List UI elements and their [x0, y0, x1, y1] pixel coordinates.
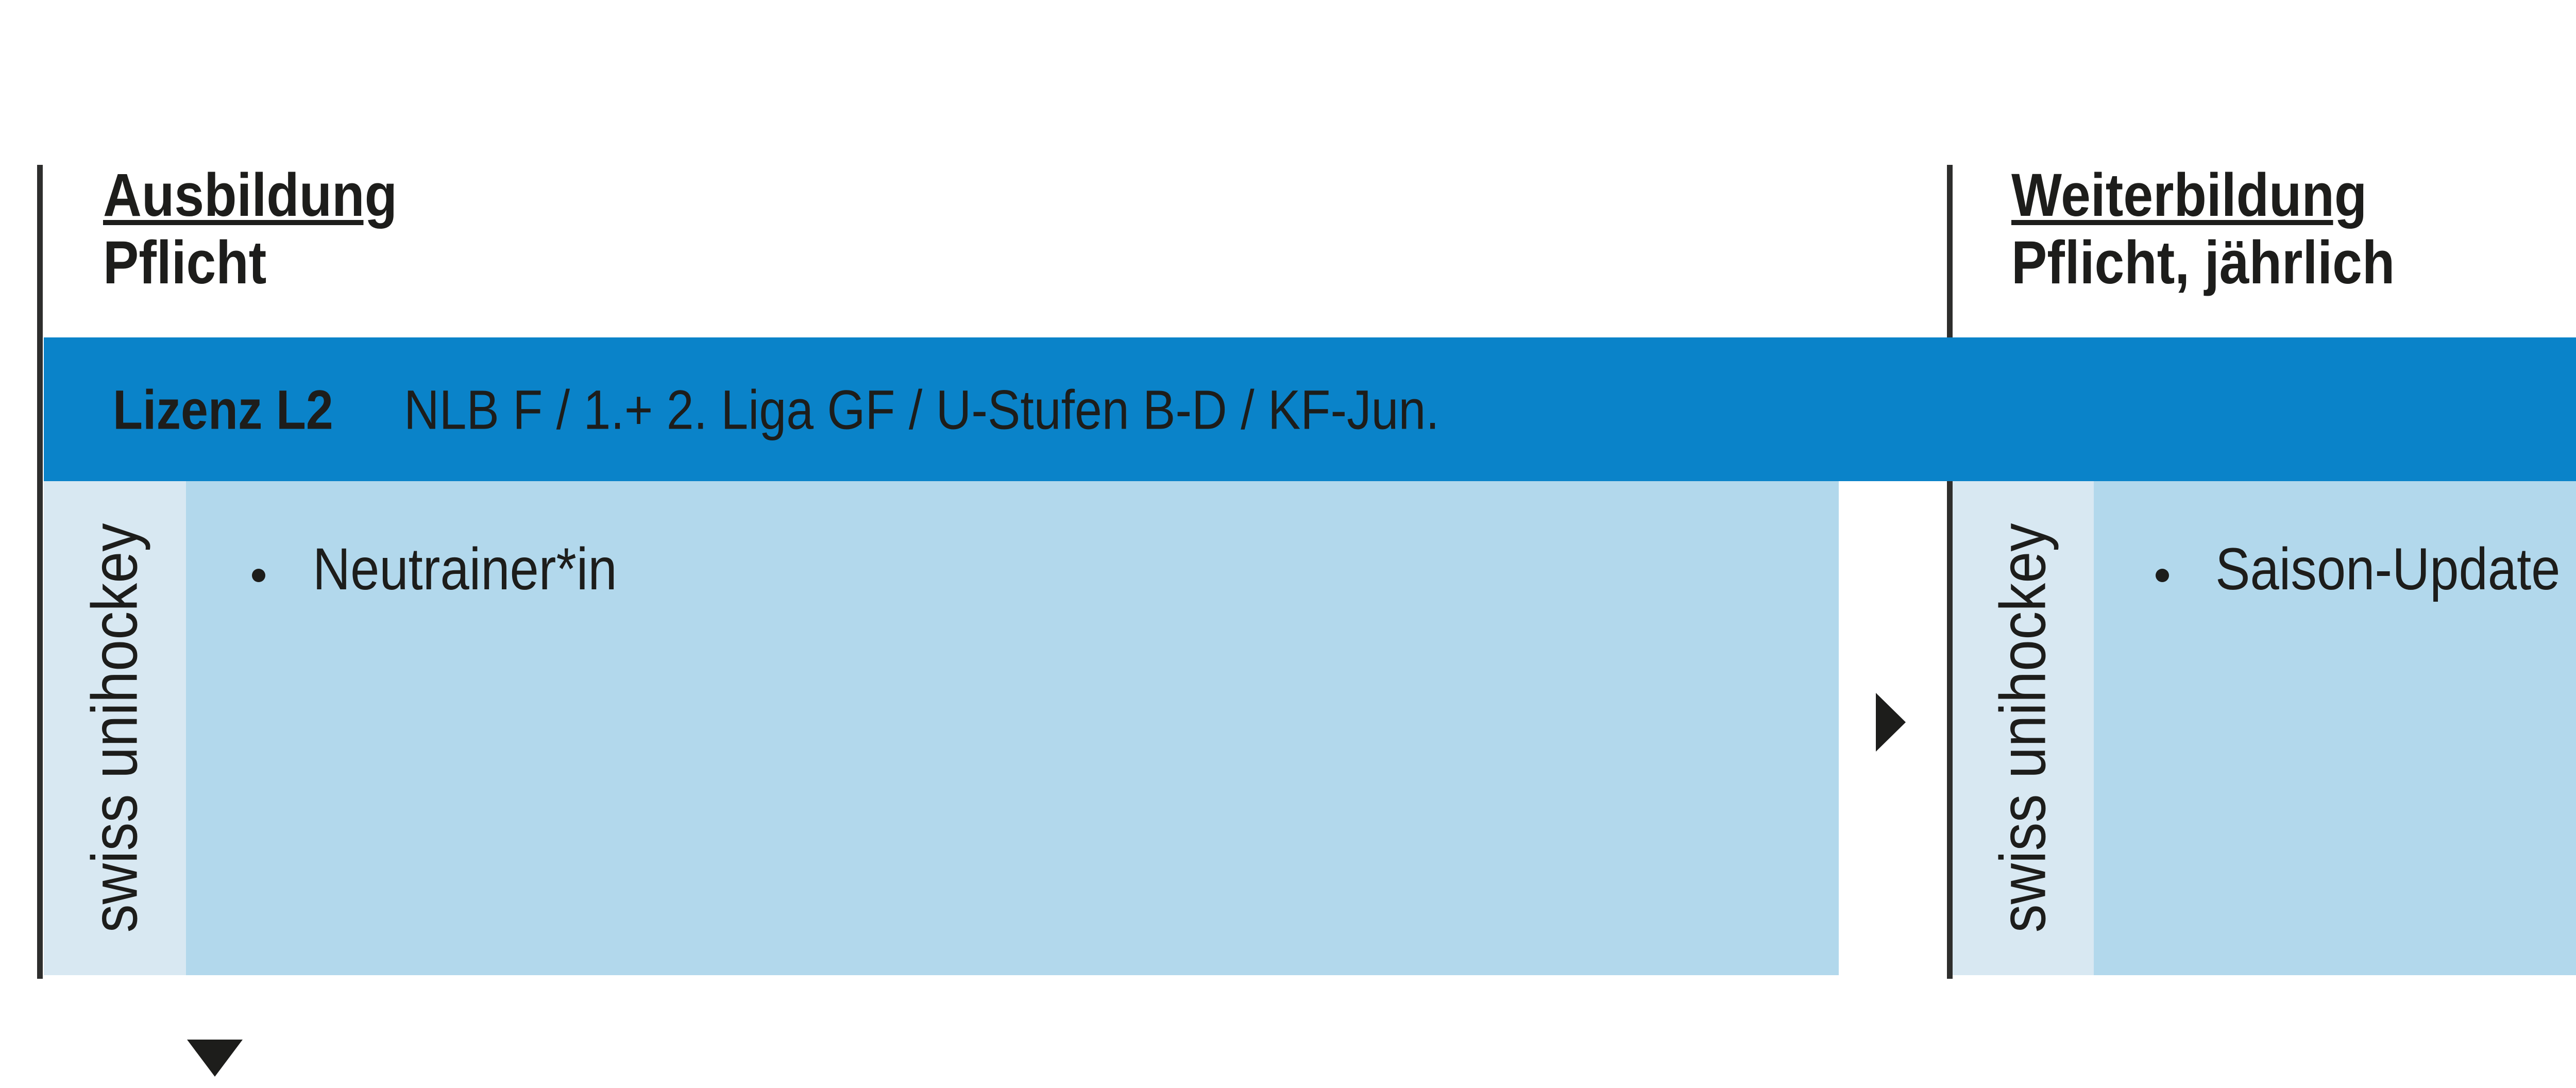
column-subtitle-text: Pflicht: [103, 229, 267, 297]
provider-label-col2: swiss unihockey: [1987, 523, 2059, 933]
column-title-text: Weiterbildung: [2011, 161, 2367, 229]
bullet-item-col1: Neutrainer*in: [313, 534, 1961, 605]
bullet-dot: [2156, 569, 2169, 582]
column-title: Weiterbildung: [2011, 162, 2447, 229]
column-divider-solid-2: [1947, 165, 1953, 979]
provider-strip-col1: [44, 481, 186, 975]
bullet-dot: [252, 569, 265, 582]
provider-strip-col2: [1953, 481, 2094, 975]
content-box-col1: [186, 481, 1839, 975]
provider-label-col1: swiss unihockey: [79, 523, 151, 933]
column-header-weiterbildung-pflicht: Weiterbildung Pflicht, jährlich: [2011, 162, 2447, 297]
column-title-text: Ausbildung: [103, 161, 398, 229]
column-subtitle-text: Pflicht, jährlich: [2011, 229, 2395, 297]
license-label: Lizenz L2: [113, 378, 333, 440]
bullet-item-text: Neutrainer*in: [313, 536, 617, 602]
column-subtitle: Pflicht, jährlich: [2011, 229, 2447, 297]
flow-arrow-right-icon-1: [1876, 693, 1906, 752]
license-bar: Lizenz L2 NLB F / 1.+ 2. Liga GF / U-Stu…: [44, 337, 2576, 481]
bullet-item-col2: Saison-Update: [2215, 534, 2576, 605]
license-description: NLB F / 1.+ 2. Liga GF / U-Stufen B-D / …: [404, 378, 1439, 440]
column-subtitle: Pflicht: [103, 229, 437, 297]
column-title: Ausbildung: [103, 162, 437, 229]
bullet-item-text: Saison-Update: [2215, 536, 2561, 602]
column-header-ausbildung-pflicht: Ausbildung Pflicht: [103, 162, 437, 297]
content-box-col2: [2094, 481, 2576, 975]
flow-arrow-down-icon: [187, 1040, 243, 1077]
column-divider-solid-1: [37, 165, 43, 979]
